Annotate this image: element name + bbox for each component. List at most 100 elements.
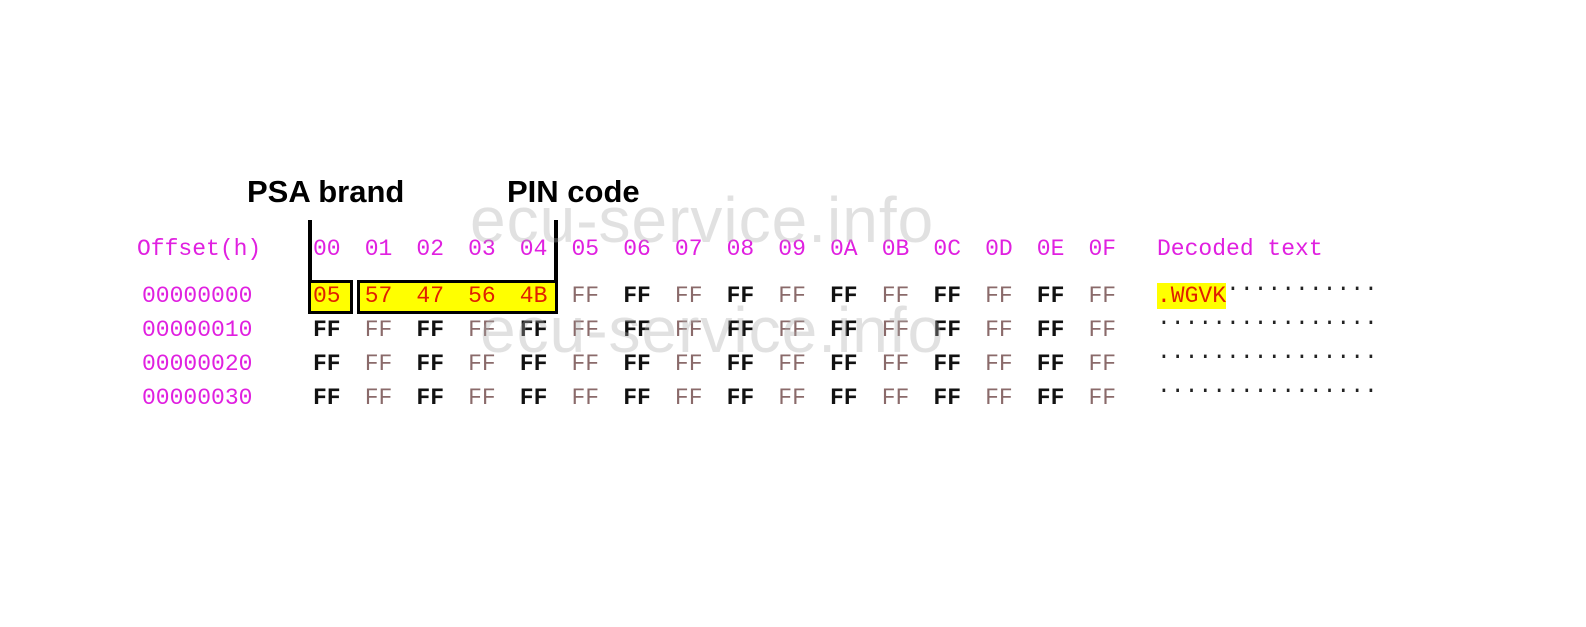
hex-byte[interactable]: FF: [985, 317, 1013, 343]
hex-byte[interactable]: FF: [674, 351, 703, 377]
hex-byte[interactable]: FF: [364, 385, 393, 411]
hex-byte[interactable]: FF: [933, 283, 961, 309]
hex-byte[interactable]: FF: [830, 283, 858, 309]
row-offset: 00000000: [142, 283, 253, 309]
decoded-text: ................: [1157, 373, 1378, 399]
hex-byte[interactable]: FF: [416, 385, 444, 411]
decoded-rest: ...........: [1226, 271, 1378, 297]
column-header: 0E: [1036, 236, 1065, 262]
hex-byte[interactable]: FF: [571, 351, 600, 377]
hex-byte[interactable]: FF: [881, 283, 910, 309]
hex-byte[interactable]: FF: [1088, 351, 1117, 377]
hex-byte[interactable]: 56: [468, 283, 496, 309]
hex-byte[interactable]: FF: [1036, 317, 1065, 343]
column-header: 08: [726, 236, 755, 262]
hex-byte[interactable]: FF: [623, 317, 651, 343]
hex-byte[interactable]: FF: [881, 351, 910, 377]
hex-byte[interactable]: FF: [830, 385, 858, 411]
column-header: 0A: [830, 236, 858, 262]
hex-byte[interactable]: FF: [364, 317, 393, 343]
watermark: ecu-service.info: [470, 184, 935, 256]
decoded-highlight: .WGVK: [1157, 283, 1227, 309]
hex-byte[interactable]: FF: [571, 385, 600, 411]
hex-byte[interactable]: FF: [726, 283, 755, 309]
column-header: 01: [364, 236, 393, 262]
hex-byte[interactable]: FF: [313, 317, 341, 343]
hex-byte[interactable]: FF: [571, 283, 600, 309]
column-header: 0C: [933, 236, 961, 262]
hex-byte[interactable]: FF: [830, 317, 858, 343]
hex-byte[interactable]: FF: [519, 317, 548, 343]
hex-byte[interactable]: FF: [778, 283, 806, 309]
column-header: 0F: [1088, 236, 1117, 262]
hex-byte[interactable]: FF: [674, 317, 703, 343]
hex-byte[interactable]: FF: [468, 351, 496, 377]
hex-byte[interactable]: FF: [985, 283, 1013, 309]
watermark: ecu-service.info: [480, 294, 945, 366]
hex-byte[interactable]: FF: [313, 351, 341, 377]
hex-byte[interactable]: FF: [778, 317, 806, 343]
hex-byte[interactable]: 57: [364, 283, 393, 309]
hex-byte[interactable]: FF: [674, 385, 703, 411]
hex-byte[interactable]: FF: [726, 317, 755, 343]
hex-byte[interactable]: FF: [1036, 283, 1065, 309]
hex-byte[interactable]: FF: [726, 385, 755, 411]
hex-byte[interactable]: 4B: [519, 283, 548, 309]
decoded-text: .WGVK...........: [1157, 271, 1378, 309]
psa-brand-bracket-line: [308, 220, 312, 282]
hex-byte[interactable]: FF: [778, 385, 806, 411]
column-header: 09: [778, 236, 806, 262]
hex-byte[interactable]: FF: [571, 317, 600, 343]
column-header: 07: [674, 236, 703, 262]
hex-byte[interactable]: FF: [1088, 317, 1117, 343]
hex-byte[interactable]: FF: [830, 351, 858, 377]
column-header: 04: [519, 236, 548, 262]
hex-byte[interactable]: FF: [726, 351, 755, 377]
hex-byte[interactable]: FF: [933, 351, 961, 377]
hex-byte[interactable]: FF: [623, 385, 651, 411]
hex-byte[interactable]: FF: [313, 385, 341, 411]
hex-byte[interactable]: FF: [778, 351, 806, 377]
row-offset: 00000020: [142, 351, 253, 377]
hex-byte[interactable]: 05: [313, 283, 341, 309]
column-header: 02: [416, 236, 444, 262]
row-offset: 00000030: [142, 385, 253, 411]
row-offset: 00000010: [142, 317, 253, 343]
hex-byte[interactable]: FF: [519, 385, 548, 411]
decoded-rest: ................: [1157, 339, 1378, 365]
column-header: 06: [623, 236, 651, 262]
hex-byte[interactable]: FF: [519, 351, 548, 377]
pin-code-box: [357, 280, 558, 314]
psa-brand-label: PSA brand: [247, 174, 405, 209]
psa-brand-box: [308, 280, 353, 314]
offset-header: Offset(h): [137, 236, 262, 262]
decoded-rest: ................: [1157, 305, 1378, 331]
pin-code-bracket-line: [554, 220, 558, 282]
hex-byte[interactable]: FF: [623, 351, 651, 377]
hex-byte[interactable]: FF: [933, 385, 961, 411]
hex-byte[interactable]: FF: [468, 385, 496, 411]
hex-byte[interactable]: FF: [1088, 385, 1117, 411]
hex-byte[interactable]: FF: [1036, 385, 1065, 411]
hex-byte[interactable]: FF: [623, 283, 651, 309]
pin-code-label: PIN code: [507, 174, 640, 209]
hex-byte[interactable]: FF: [881, 385, 910, 411]
column-header: 03: [468, 236, 496, 262]
hex-byte[interactable]: FF: [1088, 283, 1117, 309]
hex-byte[interactable]: FF: [881, 317, 910, 343]
hex-byte[interactable]: FF: [933, 317, 961, 343]
column-header: 00: [313, 236, 341, 262]
hex-byte[interactable]: FF: [416, 351, 444, 377]
hex-byte[interactable]: FF: [416, 317, 444, 343]
hex-byte[interactable]: FF: [985, 385, 1013, 411]
decoded-text: ................: [1157, 305, 1378, 331]
hex-byte[interactable]: FF: [1036, 351, 1065, 377]
decoded-text: ................: [1157, 339, 1378, 365]
hex-byte[interactable]: FF: [364, 351, 393, 377]
hex-byte[interactable]: 47: [416, 283, 444, 309]
hex-byte[interactable]: FF: [985, 351, 1013, 377]
decoded-text-header: Decoded text: [1157, 236, 1323, 262]
hex-byte[interactable]: FF: [674, 283, 703, 309]
decoded-rest: ................: [1157, 373, 1378, 399]
hex-byte[interactable]: FF: [468, 317, 496, 343]
